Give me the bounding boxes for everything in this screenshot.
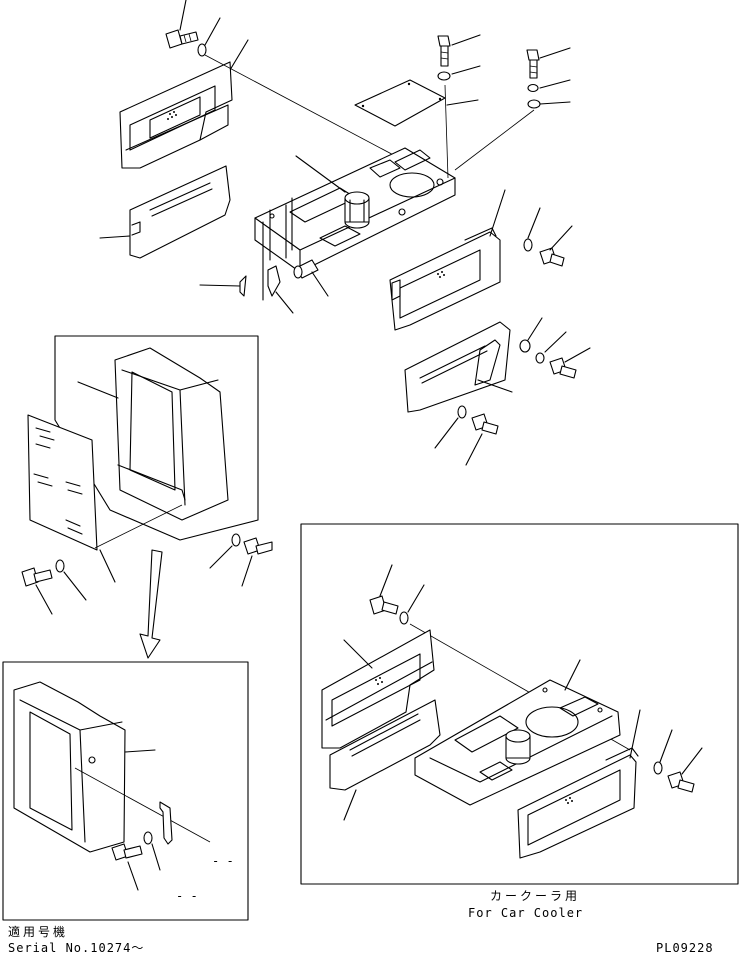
serial-variant-box bbox=[2, 661, 249, 921]
key-switch bbox=[505, 729, 531, 765]
washer-icon bbox=[231, 533, 241, 547]
washer-icon bbox=[519, 339, 531, 353]
bolt-icon bbox=[667, 771, 695, 793]
side-cover-right bbox=[389, 227, 501, 331]
car-cooler-box bbox=[300, 523, 739, 885]
washer-icon bbox=[527, 83, 539, 93]
bolt-icon bbox=[111, 843, 143, 861]
bolt-icon bbox=[369, 595, 399, 615]
latch-bracket bbox=[159, 801, 173, 845]
radiator-frame bbox=[114, 347, 229, 521]
washer-icon bbox=[527, 99, 541, 109]
applicable-serial-jp: 適用号機 bbox=[8, 925, 69, 939]
washer-icon bbox=[653, 761, 663, 775]
arrow-down-icon bbox=[139, 549, 163, 659]
upper-assembly bbox=[99, 0, 591, 466]
bolt-icon bbox=[243, 537, 273, 555]
side-cover-cooler-right bbox=[517, 747, 639, 859]
bolt-icon bbox=[539, 247, 565, 267]
bolt-icon bbox=[526, 49, 540, 79]
radiator-screen bbox=[27, 414, 98, 551]
washer-icon bbox=[437, 71, 451, 81]
middle-left-assembly bbox=[21, 335, 273, 659]
washer-icon bbox=[457, 405, 467, 419]
washer-icon bbox=[535, 352, 545, 364]
bolt-icon bbox=[549, 357, 577, 379]
blank-mark-2: - - bbox=[176, 889, 198, 903]
washer-icon bbox=[197, 43, 207, 57]
washer-icon bbox=[399, 611, 409, 625]
bolt-icon bbox=[21, 567, 53, 587]
side-cover-upper bbox=[119, 61, 233, 169]
radiator-frame-variant bbox=[13, 681, 126, 853]
key-switch bbox=[344, 191, 370, 229]
bolt-icon bbox=[471, 413, 499, 435]
side-cover-cooler bbox=[321, 629, 435, 749]
blank-mark-1: - - bbox=[212, 854, 234, 868]
side-cover-right-lower bbox=[404, 321, 511, 413]
side-plate-lower bbox=[129, 165, 231, 259]
bolt-icon bbox=[437, 35, 451, 67]
car-cooler-caption-en: For Car Cooler bbox=[468, 906, 584, 920]
bolt-icon bbox=[165, 29, 199, 49]
serial-number: Serial No.10274～ bbox=[8, 941, 145, 955]
drawing-code: PL09228 bbox=[656, 941, 714, 955]
lever-knob bbox=[239, 259, 319, 297]
side-plate-cooler bbox=[329, 699, 441, 791]
panel-brackets bbox=[262, 197, 293, 301]
washer-icon bbox=[143, 831, 153, 845]
car-cooler-caption-jp: カークーラ用 bbox=[490, 889, 581, 903]
washer-icon bbox=[523, 238, 533, 252]
small-cover-plate bbox=[354, 79, 446, 127]
washer-icon bbox=[55, 559, 65, 573]
